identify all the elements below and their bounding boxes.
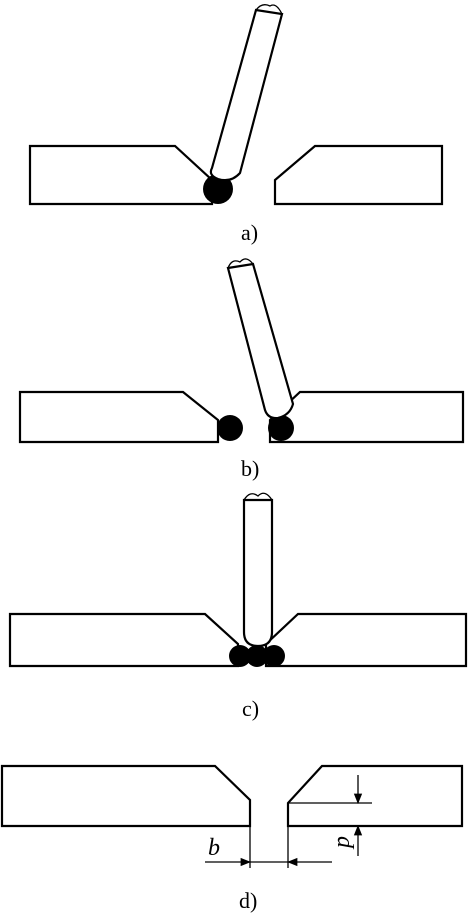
electrode-rod: [209, 4, 284, 182]
plate-left: [28, 144, 214, 206]
weld-bead-1: [229, 645, 251, 667]
panel-a: a): [28, 4, 444, 245]
plate-right: [264, 612, 468, 668]
plate-right: [268, 390, 465, 444]
panel-d: b p d): [0, 764, 464, 913]
panel-b: b): [18, 258, 465, 481]
weld-bead-left: [217, 415, 243, 441]
electrode-rod: [242, 492, 274, 648]
electrode-rod: [226, 258, 295, 420]
panel-c: c): [8, 492, 468, 721]
weld-bead: [203, 174, 233, 204]
plate-left: [8, 612, 240, 668]
caption-b: b): [241, 456, 259, 481]
dim-label-p: p: [329, 836, 355, 850]
dim-label-b: b: [208, 835, 220, 861]
caption-a: a): [241, 220, 258, 245]
plate-right: [286, 764, 464, 828]
weld-bead-3: [263, 645, 285, 667]
root-face-dimension: p: [288, 775, 372, 856]
plate-left: [18, 390, 220, 444]
plate-left: [0, 764, 252, 828]
gap-dimension: b: [205, 826, 332, 868]
caption-d: d): [239, 888, 257, 913]
weld-bead-right: [268, 415, 294, 441]
caption-c: c): [242, 696, 259, 721]
weld-bead-2: [246, 645, 268, 667]
plate-right: [273, 144, 444, 206]
